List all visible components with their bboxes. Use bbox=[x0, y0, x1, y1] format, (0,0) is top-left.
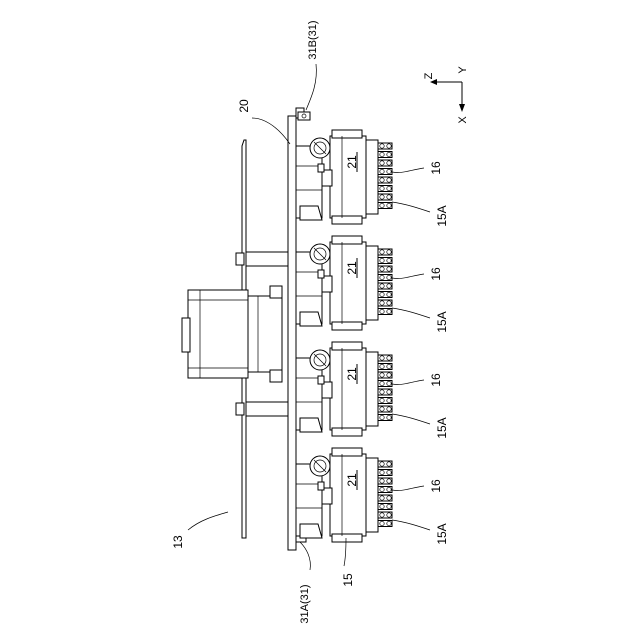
pin-array-16 bbox=[378, 461, 392, 527]
label-20: 20 bbox=[237, 99, 251, 113]
axis-label-z: Z bbox=[423, 72, 435, 79]
connector-module: 211615A bbox=[296, 448, 449, 545]
pin-array-16 bbox=[378, 355, 392, 421]
connector-housing-21 bbox=[330, 242, 366, 324]
motor-housing bbox=[182, 290, 282, 378]
label-15A: 15A bbox=[435, 205, 449, 226]
pin-array-16 bbox=[378, 249, 392, 315]
connector-housing-21 bbox=[330, 136, 366, 218]
axis-arrow-x bbox=[459, 104, 465, 112]
connector-housing-21 bbox=[330, 348, 366, 430]
axis-indicator: Z Y X bbox=[423, 66, 469, 124]
label-15: 15 bbox=[341, 573, 355, 587]
label-16: 16 bbox=[429, 479, 443, 493]
pin-array-16 bbox=[378, 143, 392, 209]
connector-modules: 211615A211615A211615A211615A bbox=[296, 130, 449, 545]
axis-label-x: X bbox=[457, 116, 469, 124]
connector-housing-21 bbox=[330, 454, 366, 536]
label-16: 16 bbox=[429, 161, 443, 175]
label-15A: 15A bbox=[435, 523, 449, 544]
label-13: 13 bbox=[171, 535, 185, 549]
label-31A: 31A(31) bbox=[299, 584, 311, 623]
connector-module: 211615A bbox=[296, 236, 449, 333]
axis-label-y: Y bbox=[457, 66, 469, 74]
connector-module: 211615A bbox=[296, 342, 449, 439]
label-15A: 15A bbox=[435, 417, 449, 438]
label-31B: 31B(31) bbox=[307, 20, 319, 59]
connector-module: 211615A bbox=[296, 130, 449, 227]
label-16: 16 bbox=[429, 373, 443, 387]
label-16: 16 bbox=[429, 267, 443, 281]
label-15A: 15A bbox=[435, 311, 449, 332]
